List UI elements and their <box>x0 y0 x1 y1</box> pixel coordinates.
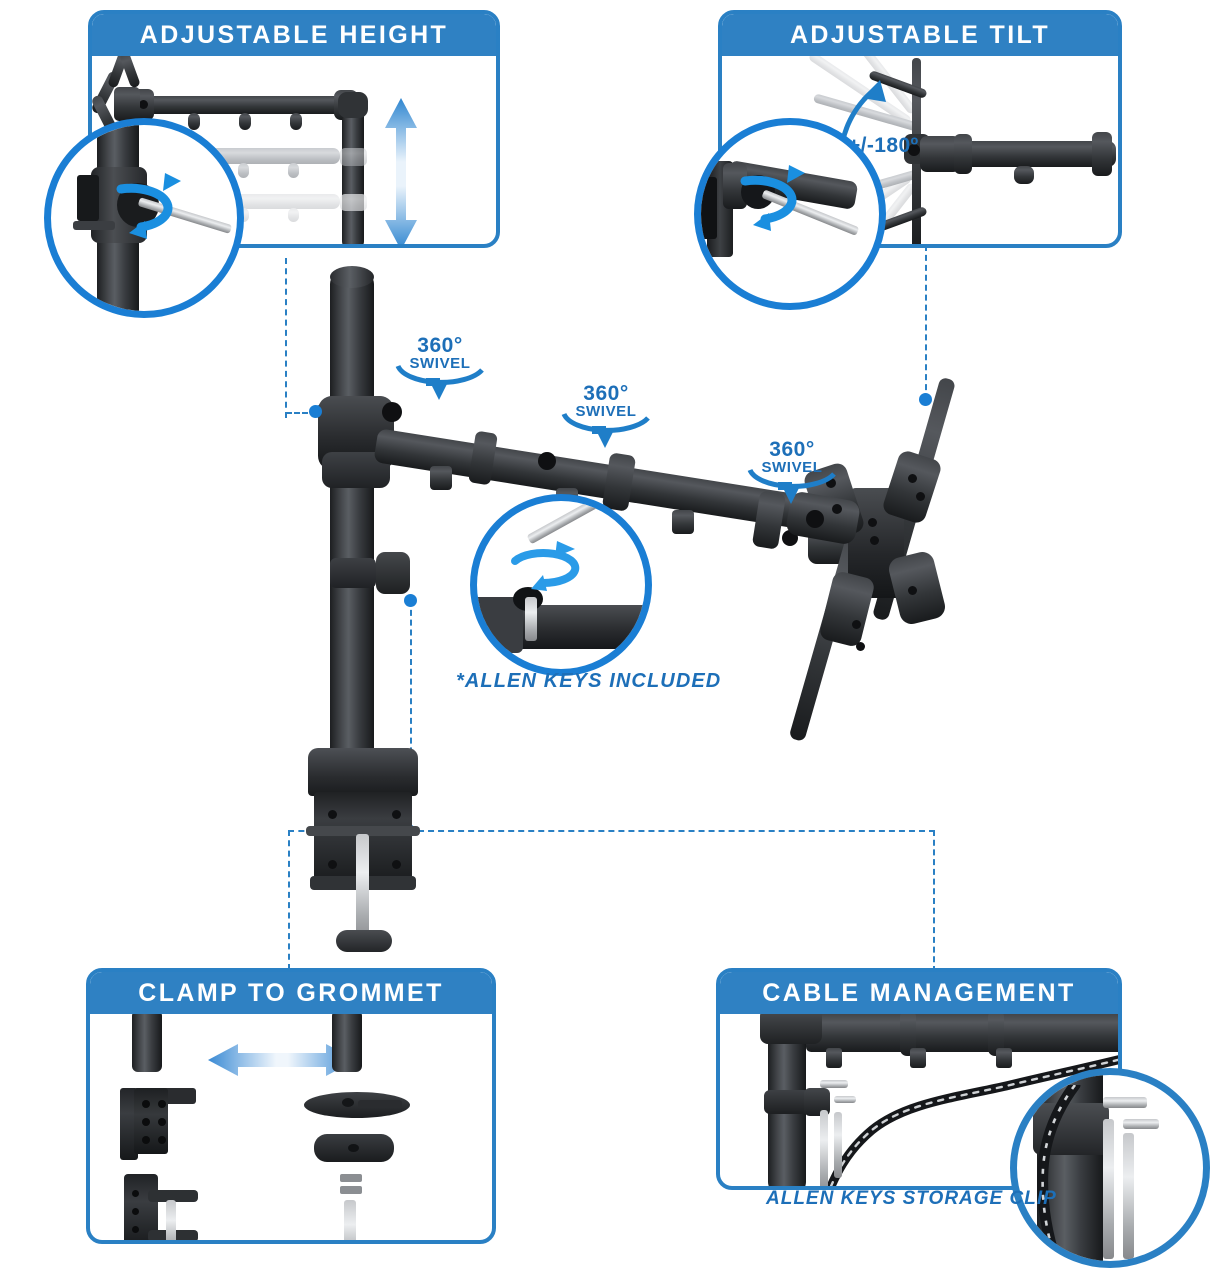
swivel-arrow-icon <box>747 468 836 504</box>
pole-collar <box>330 558 376 588</box>
magnifier-allen-key-clip <box>1010 1068 1210 1268</box>
connector-tilt-line <box>925 245 927 400</box>
pole-joint <box>338 92 368 118</box>
panel-title: ADJUSTABLE HEIGHT <box>139 20 449 49</box>
rotation-arrow-icon <box>740 165 805 231</box>
tilt-arm-clip <box>1014 166 1034 184</box>
connector-cable-h <box>408 830 935 832</box>
swivel-arrow-icon <box>561 412 650 448</box>
height-double-arrow-icon <box>385 98 417 244</box>
rotation-arrow-icon <box>511 541 580 591</box>
swivel-badge-pole: 360° SWIVEL <box>392 335 488 400</box>
allen-keys-included-caption: *ALLEN KEYS INCLUDED <box>456 670 722 692</box>
cable-clip-1 <box>826 1048 842 1068</box>
cable-clip-2 <box>910 1048 926 1068</box>
mount-pole <box>342 100 364 244</box>
allen-key-long <box>820 1110 828 1186</box>
swivel-arrow-icon <box>395 364 484 400</box>
cable-clip-ring <box>376 552 410 594</box>
connector-dot-cableclip <box>404 594 417 607</box>
magnifier-allen-key <box>470 494 652 676</box>
connector-clip-line <box>410 600 412 832</box>
braided-cable <box>826 1055 1118 1186</box>
connector-dot-head <box>919 393 932 406</box>
grommet-double-arrow-icon <box>208 1044 356 1076</box>
cable-pole-collar <box>764 1090 810 1114</box>
panel-title-bar: ADJUSTABLE TILT <box>722 14 1118 56</box>
cable-arm <box>806 1014 1118 1052</box>
panel-title-bar: CABLE MANAGEMENT <box>720 972 1118 1014</box>
joint-indicator-dot <box>309 405 322 418</box>
magnifier-tilt-screw <box>694 118 886 310</box>
allen-key-short <box>834 1112 842 1178</box>
tilt-pivot-hole <box>908 144 920 156</box>
allen-keys-storage-clip-caption: ALLEN KEYS STORAGE CLIP <box>766 1188 1057 1209</box>
connector-grommet-line <box>288 830 290 970</box>
allen-key-bend-1 <box>820 1080 848 1088</box>
rotation-arrow-icon <box>116 173 181 239</box>
cable-pole-joint <box>760 1014 822 1044</box>
pole-cap <box>330 266 374 288</box>
tilt-arm-joint-a <box>954 134 972 174</box>
cable-arm-seg-b <box>988 1014 1004 1056</box>
connector-height-line <box>285 258 287 418</box>
magnifier-height-screw <box>44 118 244 318</box>
panel-title: CLAMP TO GROMMET <box>138 978 444 1007</box>
allen-key-bend-2 <box>834 1096 856 1103</box>
tilt-arm <box>956 141 1116 167</box>
panel-body <box>720 1014 1118 1186</box>
panel-title: ADJUSTABLE TILT <box>789 20 1051 49</box>
cable-arm-seg-a <box>900 1014 916 1056</box>
panel-title: CABLE MANAGEMENT <box>762 978 1076 1007</box>
panel-title-bar: CLAMP TO GROMMET <box>90 972 492 1014</box>
desk-clamp <box>298 748 428 952</box>
connector-height-stub <box>286 412 316 414</box>
vesa-head <box>784 368 1000 748</box>
panel-body <box>90 1014 492 1240</box>
swivel-badge-mid: 360° SWIVEL <box>558 383 654 448</box>
main-pole <box>330 272 374 782</box>
tilt-range-label: +/-180º <box>848 134 919 157</box>
panel-frame: CLAMP TO GROMMET <box>86 968 496 1244</box>
pole-collar-low <box>340 194 367 211</box>
panel-title-bar: ADJUSTABLE HEIGHT <box>92 14 496 56</box>
pole-collar-mid <box>340 148 367 166</box>
panel-clamp-to-grommet: CLAMP TO GROMMET <box>86 968 496 1244</box>
joint-bolt-hole <box>382 402 402 422</box>
swivel-badge-head: 360° SWIVEL <box>744 439 840 504</box>
connector-cable-v <box>933 830 935 972</box>
cable-clip-3 <box>996 1048 1012 1068</box>
tilt-arm-joint-b <box>1092 132 1112 176</box>
